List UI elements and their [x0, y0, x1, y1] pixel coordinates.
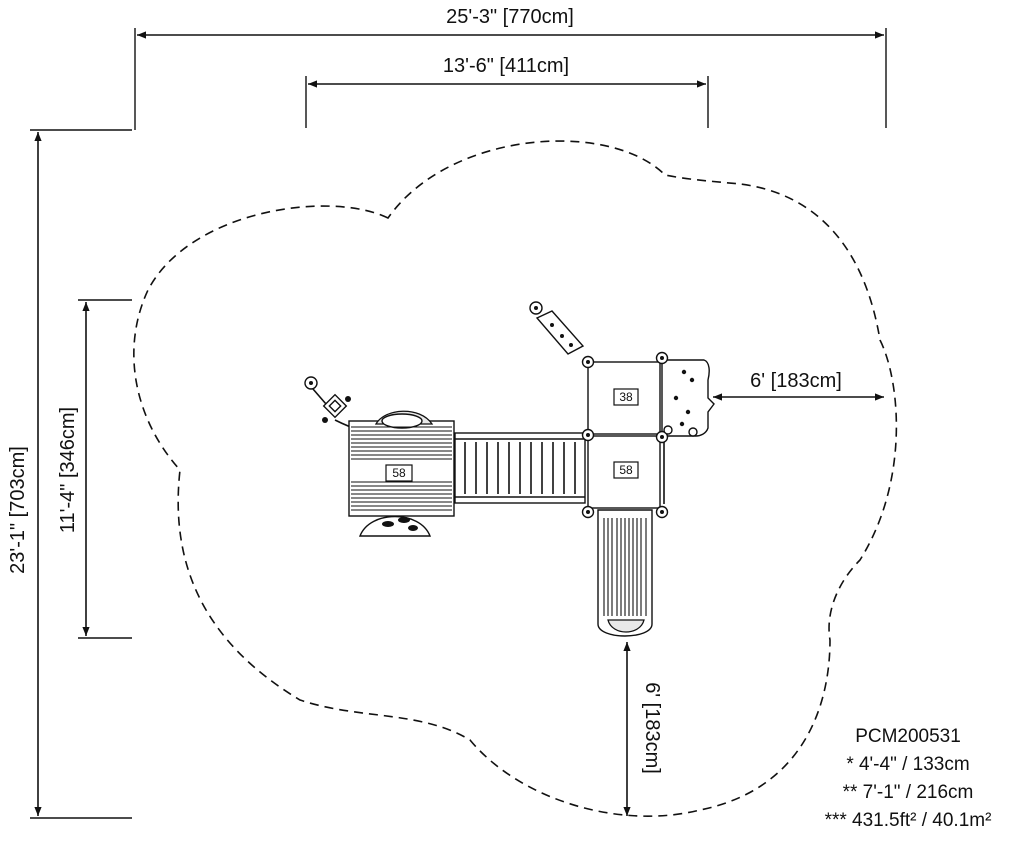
main-deck-number: 58	[392, 466, 406, 480]
support-posts	[581, 351, 698, 519]
right-clearance-label: 6' [183cm]	[750, 370, 842, 392]
height-one: * 4'-4" / 133cm	[846, 754, 969, 775]
horizontal-ladder	[454, 432, 586, 504]
overall-width-dimension: 25'-3" [770cm]	[134, 4, 887, 130]
overall-depth-label: 23'-1" [703cm]	[7, 446, 29, 574]
deck-hatching-bottom	[351, 481, 452, 511]
height-two: ** 7'-1" / 216cm	[843, 782, 974, 803]
overall-depth-dimension: 23'-1" [703cm]	[7, 129, 132, 819]
deck-hatching-top	[351, 426, 452, 460]
bottom-clearance-dimension: 6' [183cm]	[623, 642, 663, 816]
upper-right-deck: 38	[587, 361, 661, 435]
right-clearance-dimension: 6' [183cm]	[713, 370, 884, 401]
structure-width-label: 13'-6" [411cm]	[443, 55, 569, 77]
lower-right-deck-number: 58	[619, 463, 633, 477]
model-info-block: PCM200531 * 4'-4" / 133cm ** 7'-1" / 216…	[825, 726, 992, 831]
spinner-assembly	[304, 376, 361, 431]
lower-right-deck: 58	[587, 435, 665, 509]
overall-width-label: 25'-3" [770cm]	[446, 6, 574, 28]
structure-depth-label: 11'-4" [346cm]	[57, 407, 79, 533]
main-deck: 58	[348, 410, 455, 517]
structure-depth-dimension: 11'-4" [346cm]	[57, 299, 132, 639]
upper-right-deck-number: 38	[619, 390, 633, 404]
angled-climber	[529, 301, 585, 355]
slide	[597, 509, 653, 637]
front-climber	[358, 515, 432, 537]
model-number: PCM200531	[855, 726, 961, 747]
side-panel	[661, 359, 715, 437]
bottom-clearance-label: 6' [183cm]	[641, 682, 663, 774]
area: *** 431.5ft² / 40.1m²	[825, 810, 992, 831]
use-zone-outline	[133, 140, 898, 817]
structure-width-dimension: 13'-6" [411cm]	[305, 55, 709, 128]
